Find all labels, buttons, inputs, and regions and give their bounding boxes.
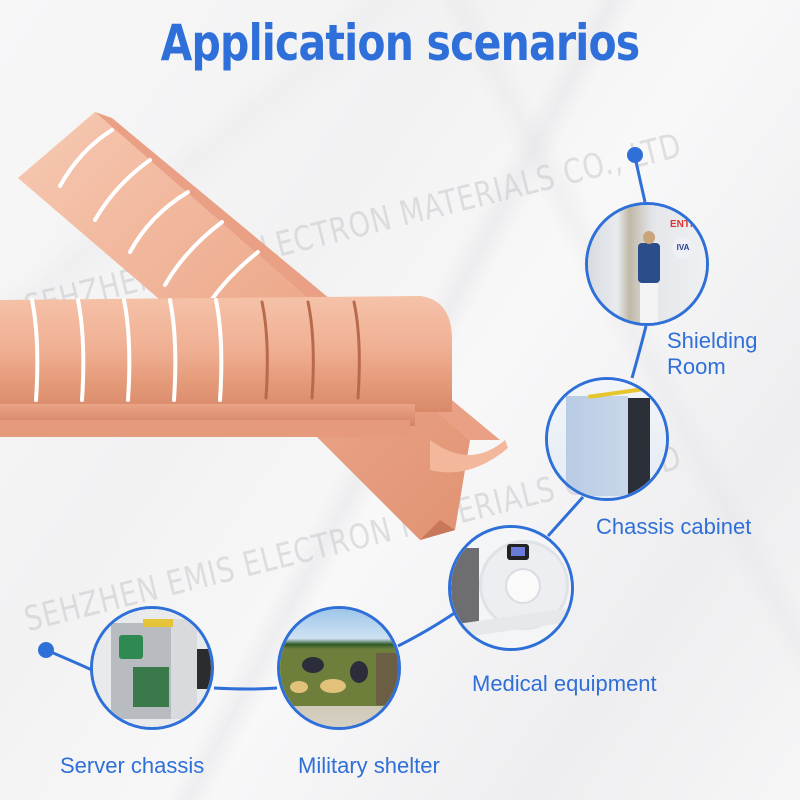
- scenario-label-server-chassis: Server chassis: [60, 753, 205, 778]
- scenario-shielding-room-image: ENTRE IVA: [585, 202, 709, 326]
- scenario-server-chassis-image: [90, 606, 214, 730]
- path-end-dot: [38, 642, 54, 658]
- path-start-dot: [627, 147, 643, 163]
- scenario-label-shielding-room: Shielding Room: [667, 328, 758, 379]
- door-badge: IVA: [672, 237, 694, 259]
- scenario-chassis-cabinet-image: [545, 377, 669, 501]
- page-title: Application scenarios: [160, 14, 641, 72]
- scenario-label-medical-equipment: Medical equipment: [472, 671, 657, 696]
- scenario-military-shelter-image: [277, 606, 401, 730]
- door-sign-text: ENTRE: [670, 219, 704, 230]
- copper-strip-horizontal: [0, 296, 452, 437]
- scenario-medical-equipment-image: [448, 525, 574, 651]
- scenario-label-military-shelter: Military shelter: [298, 753, 440, 778]
- scenario-label-chassis-cabinet: Chassis cabinet: [596, 514, 752, 539]
